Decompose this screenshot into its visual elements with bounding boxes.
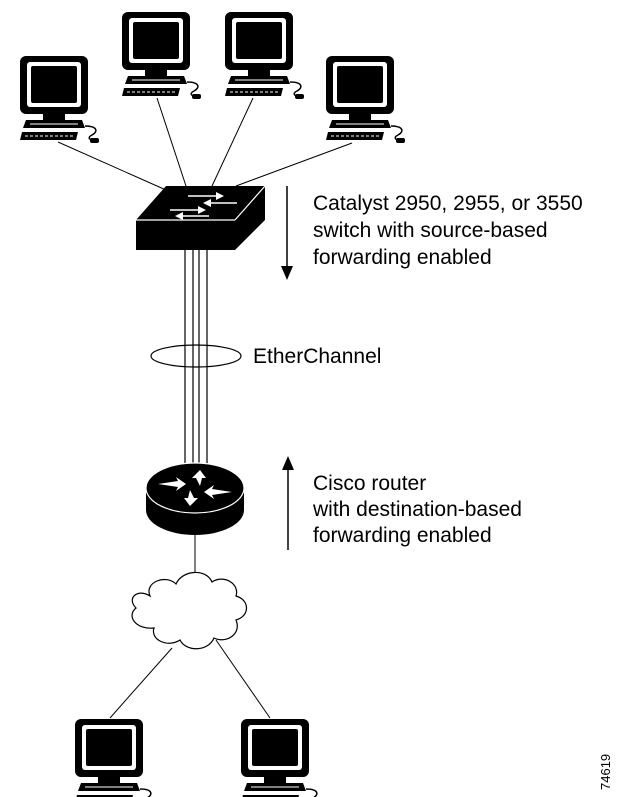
workstation-icon — [74, 718, 155, 797]
switch-label-line-1: Catalyst 2950, 2955, or 3550 — [313, 192, 583, 215]
router-icon — [145, 462, 245, 535]
workstation-icon — [121, 11, 202, 100]
cloud-icon — [131, 571, 248, 650]
workstation-links — [57, 97, 353, 191]
router-label-line-1: Cisco router — [313, 472, 427, 495]
switch-label-line-3: forwarding enabled — [313, 246, 492, 269]
etherchannel-bundle-ring — [150, 344, 242, 368]
workstation-icon — [240, 718, 321, 797]
figure-id: 74619 — [598, 753, 613, 790]
cloud-links — [109, 639, 271, 719]
workstation-icon — [19, 55, 100, 144]
destination-direction-arrow-icon — [282, 456, 294, 550]
switch-icon — [136, 185, 266, 250]
router-label-line-2: with destination-based — [313, 498, 522, 521]
etherchannel-label: EtherChannel — [253, 345, 382, 368]
router-label-line-3: forwarding enabled — [313, 524, 492, 547]
workstation-icon — [325, 55, 406, 144]
workstation-icon — [224, 11, 305, 100]
etherchannel-links — [184, 250, 208, 472]
switch-label-line-2: switch with source-based — [313, 219, 548, 242]
source-direction-arrow-icon — [281, 186, 293, 280]
